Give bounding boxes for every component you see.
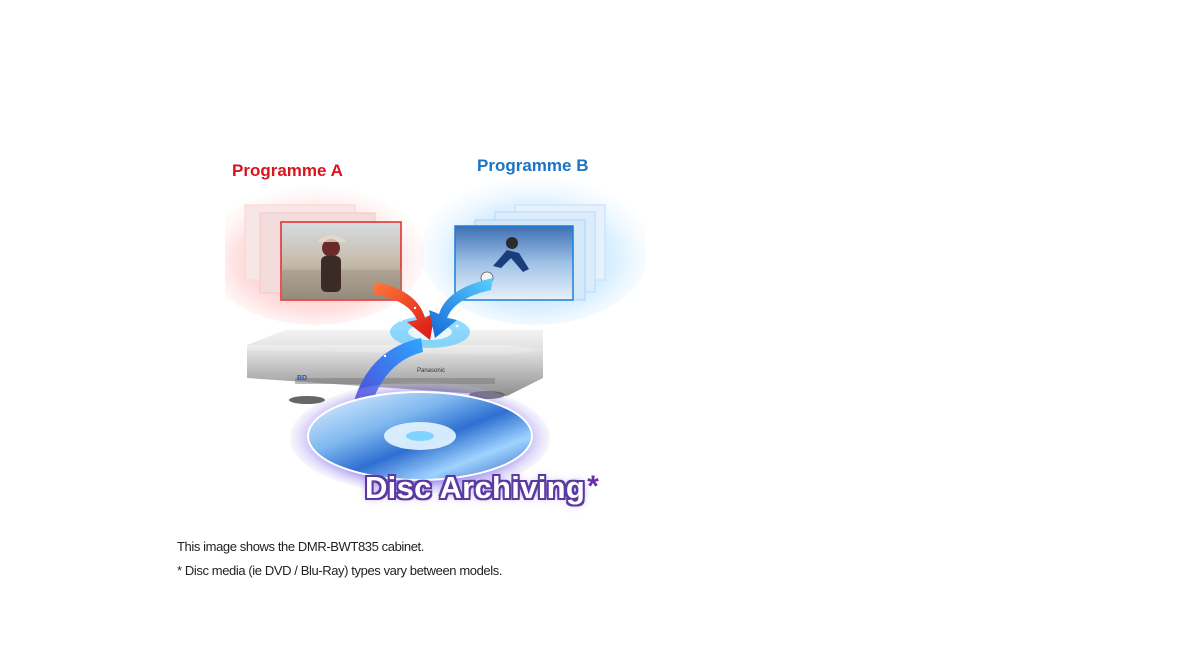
disc-archiving-title: Disc Archiving* — [365, 470, 599, 506]
programme-b-label: Programme B — [477, 156, 589, 175]
footnote-marker: * — [587, 470, 600, 503]
blu-ray-logo-icon: BD — [297, 375, 307, 382]
sparkles — [383, 306, 475, 358]
disc-archiving-text: Disc Archiving — [365, 470, 586, 505]
disc-media-footnote: * Disc media (ie DVD / Blu-Ray) types va… — [177, 563, 503, 578]
blue-arrow-icon — [429, 278, 493, 338]
disc-icon — [290, 382, 550, 494]
cabinet-caption: This image shows the DMR-BWT835 cabinet. — [177, 539, 424, 554]
disc-archiving-illustration: BD Panasonic — [225, 175, 645, 494]
programme-b-frames — [420, 175, 645, 325]
recorder-brand: Panasonic — [417, 368, 445, 374]
programme-a-label: Programme A — [232, 161, 343, 180]
programme-a-frames — [225, 185, 425, 325]
red-arrow-icon — [373, 282, 435, 340]
